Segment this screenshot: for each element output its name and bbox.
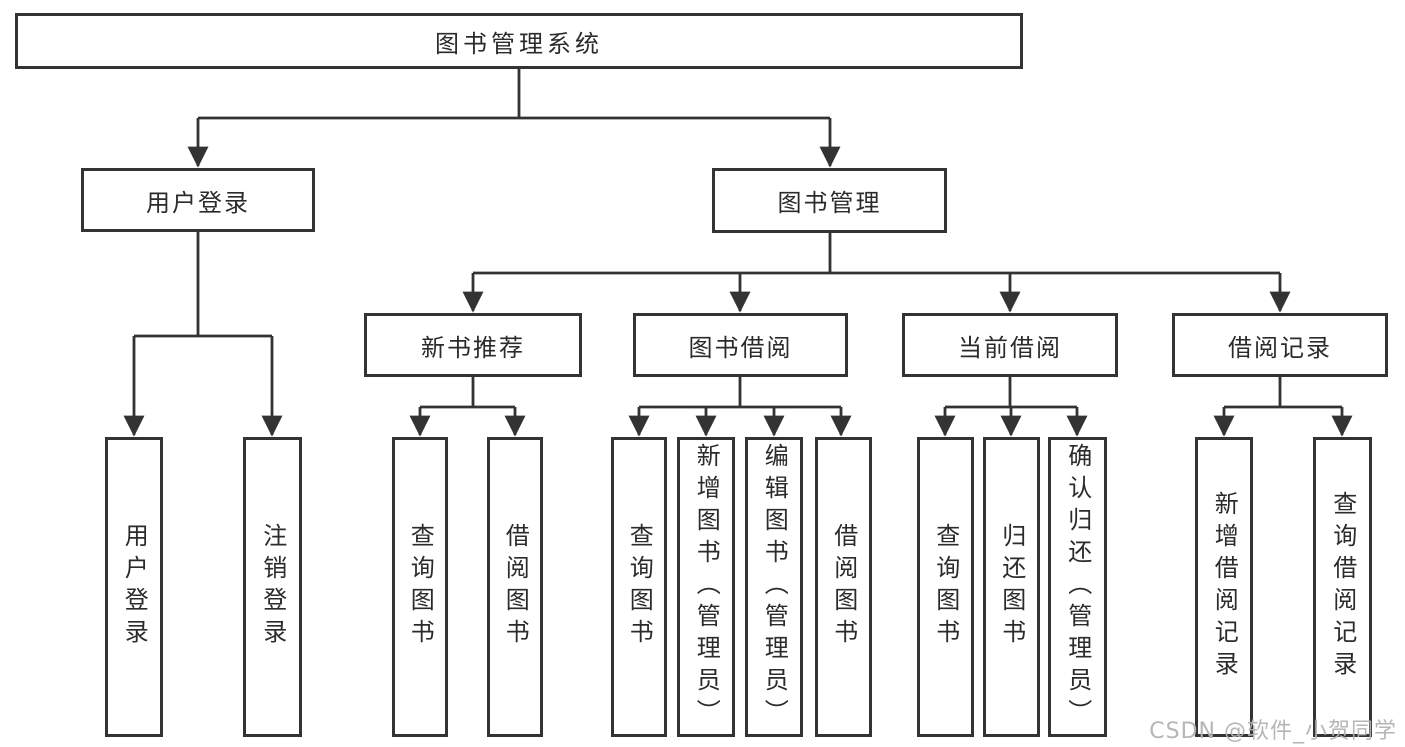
leaf-label: 编辑图书（管理员）	[760, 443, 789, 731]
node-label: 借阅记录	[1228, 333, 1332, 362]
leaf-label: 用户登录	[120, 523, 149, 651]
leaf-current-query-books: 查询图书	[917, 437, 974, 737]
leaf-label: 借阅图书	[829, 523, 858, 651]
leaf-edit-books-admin: 编辑图书（管理员）	[745, 437, 803, 737]
node-label: 图书借阅	[688, 333, 793, 362]
leaf-label: 借阅图书	[501, 523, 530, 651]
leaf-label: 注销登录	[258, 523, 287, 651]
leaf-label: 查询借阅记录	[1328, 491, 1357, 683]
leaf-add-books-admin: 新增图书（管理员）	[677, 437, 735, 737]
connector-root-to-level2	[187, 68, 841, 168]
leaf-label: 新增借阅记录	[1210, 491, 1239, 683]
leaf-logout: 注销登录	[243, 437, 302, 737]
connector-borrow-to-leaves	[628, 377, 852, 437]
leaf-user-login: 用户登录	[105, 437, 163, 737]
leaf-add-borrow-record: 新增借阅记录	[1195, 437, 1253, 737]
leaf-recommend-query-books: 查询图书	[392, 437, 448, 737]
leaf-query-borrow-record: 查询借阅记录	[1313, 437, 1372, 737]
node-book-borrowing: 图书借阅	[633, 313, 848, 377]
leaf-label: 确认归还（管理员）	[1063, 443, 1092, 731]
connector-userlogin-to-leaves	[123, 232, 283, 437]
leaf-label: 查询图书	[625, 523, 654, 651]
leaf-label: 归还图书	[997, 523, 1026, 651]
leaf-confirm-return-admin: 确认归还（管理员）	[1048, 437, 1107, 737]
leaf-borrowing-borrow-books: 借阅图书	[815, 437, 872, 737]
connector-current-to-leaves	[934, 377, 1088, 437]
node-library-management-system: 图书管理系统	[15, 13, 1023, 69]
node-book-management-module: 图书管理	[712, 168, 947, 233]
node-label: 图书管理	[777, 189, 882, 217]
node-user-login-module: 用户登录	[81, 168, 315, 232]
node-label: 图书管理系统	[435, 29, 603, 58]
leaf-label: 新增图书（管理员）	[692, 443, 721, 731]
csdn-watermark: CSDN @软件_小贺同学	[1149, 719, 1397, 744]
connector-records-to-leaves	[1213, 377, 1353, 437]
leaf-label: 查询图书	[406, 523, 435, 651]
connector-bookmgmt-to-level3	[462, 233, 1291, 313]
node-label: 当前借阅	[958, 333, 1062, 362]
leaf-return-books: 归还图书	[983, 437, 1040, 737]
node-current-borrowing: 当前借阅	[902, 313, 1118, 377]
node-label: 新书推荐	[421, 333, 525, 362]
leaf-recommend-borrow-books: 借阅图书	[487, 437, 543, 737]
node-label: 用户登录	[146, 188, 250, 217]
connector-recommend-to-leaves	[409, 377, 526, 437]
leaf-label: 查询图书	[931, 523, 960, 651]
node-borrowing-records: 借阅记录	[1172, 313, 1388, 377]
node-new-book-recommend: 新书推荐	[364, 313, 582, 377]
leaf-borrowing-query-books: 查询图书	[611, 437, 667, 737]
